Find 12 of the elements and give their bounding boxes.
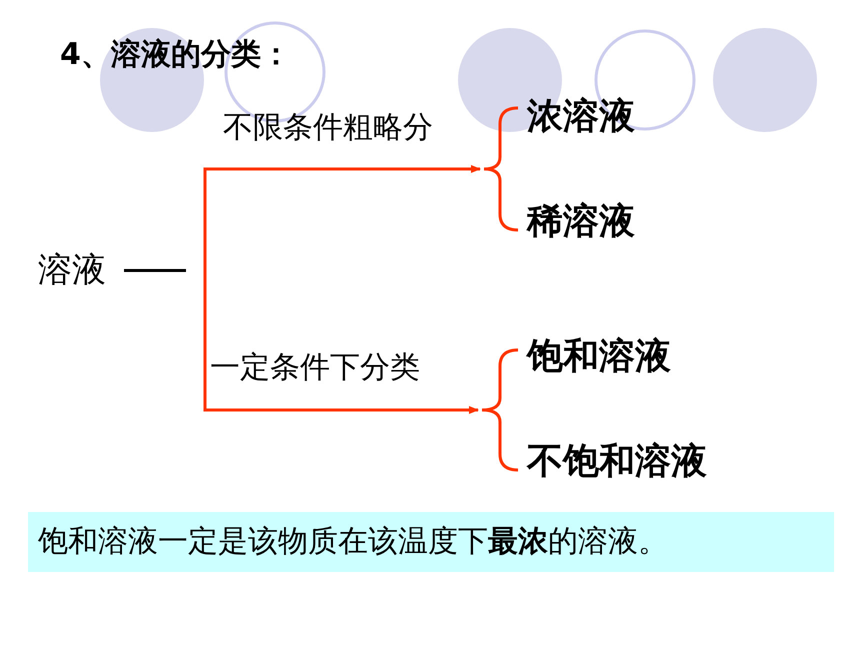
title: 4、溶液的分类： [60,36,291,74]
note-sentence: 饱和溶液一定是该物质在该温度下最浓的溶液。 [38,523,668,561]
arrow [204,270,479,414]
highlight-band [28,512,834,572]
category-label: 浓溶液 [527,95,635,139]
root-label: 溶液 [38,249,106,292]
category-label: 饱和溶液 [527,335,671,379]
edge-label: 不限条件粗略分 [223,109,433,147]
edge-label: 一定条件下分类 [210,349,420,387]
category-label: 稀溶液 [527,200,635,244]
category-label: 不饱和溶液 [527,440,707,484]
arrow [204,165,481,270]
